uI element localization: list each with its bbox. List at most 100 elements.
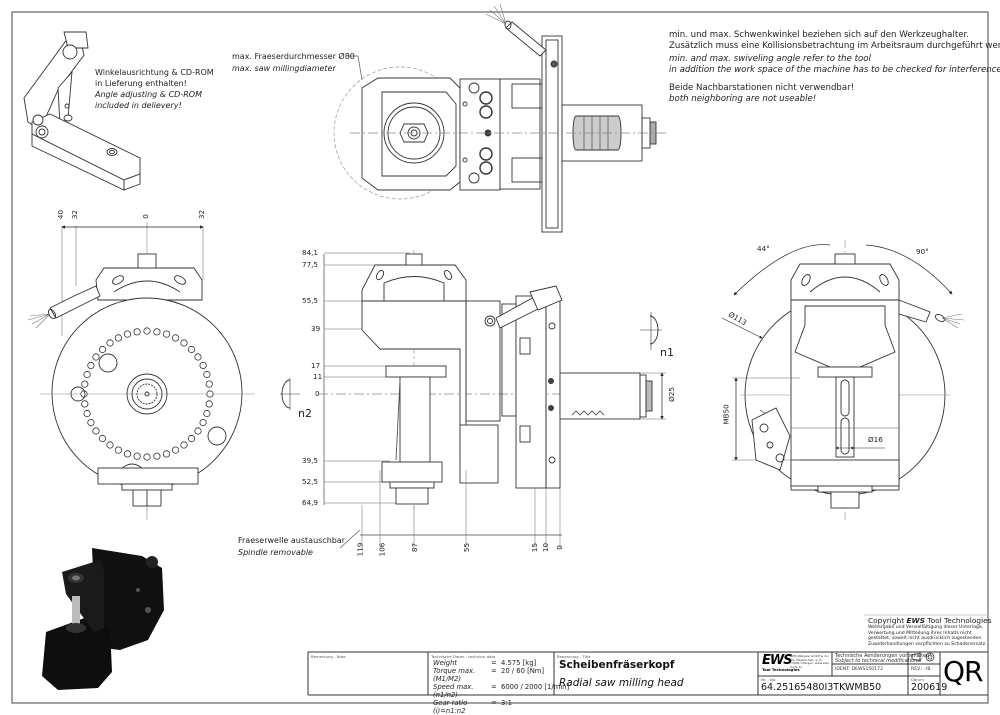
tech-row-sep: = (491, 667, 497, 675)
dim-39-5: 39,5 (302, 456, 319, 465)
company-address: EWS Weigele GmbH & Co. KG, Maybachstr. 1… (790, 654, 830, 669)
tech-row-sep: = (491, 683, 497, 691)
index-hole (199, 418, 207, 427)
index-hole (206, 390, 214, 398)
index-hole (87, 361, 95, 369)
change-note-en: Subject to technical modifications! (835, 658, 922, 664)
rev-value: -/B (924, 667, 931, 672)
dim-front-0: 0 (140, 214, 150, 219)
tech-row-gear: Gear ratio (i)=n1:n2 = 3:1 (433, 699, 569, 715)
projection-symbol-icon (911, 652, 935, 662)
dim-55: 55 (462, 542, 472, 553)
index-hole (203, 409, 211, 418)
date-label: Datum (911, 677, 924, 682)
rev-label: REV.: (911, 667, 923, 672)
right-view (721, 240, 965, 520)
dim-106: 106 (377, 542, 387, 557)
accessory-note-de-1: Winkelausrichtung & CD-ROM (95, 68, 214, 77)
index-hole (194, 427, 202, 435)
qr-code-label: QR (943, 655, 983, 688)
max-diameter-note-en: max. saw millingdiameter (232, 64, 336, 73)
angle-adjust-tool-iso (23, 31, 141, 191)
copyright-line: Verwertung und Mitteilung ihres Inhalts … (868, 630, 972, 636)
index-hole (98, 345, 107, 354)
tech-row-label: Speed max. (n1/n2) (433, 683, 474, 699)
title-de: Scheibenfräserkopf (559, 659, 675, 671)
tech-row-label: Torque max. (M1/M2) (433, 667, 476, 683)
index-hole (205, 400, 213, 408)
index-hole (114, 446, 123, 454)
tech-row-value: 6000 / 2000 [1/min] (501, 683, 570, 691)
index-hole (143, 453, 151, 461)
index-hole (187, 434, 196, 443)
dim-front-40: 40 (56, 209, 66, 220)
accessory-note-en-2: included in delievery! (95, 101, 182, 110)
ews-logo-sub: Tool Technologies (762, 667, 800, 672)
copyright-title: Copyright EWS Tool Technologies (868, 616, 992, 625)
spindle-note-en: Spindle removable (238, 548, 313, 557)
render-3d-view (42, 548, 164, 690)
rotation-n2-label: n2 (298, 407, 312, 420)
index-hole-ring (80, 327, 214, 461)
dim-119: 119 (355, 542, 365, 557)
angle-note-en-1: min. and max. swiveling angle refer to t… (669, 54, 871, 64)
tech-row-label: Weight (433, 659, 458, 667)
index-hole (133, 452, 141, 460)
title-en: Radial saw milling head (559, 677, 684, 689)
dim-55-5: 55,5 (302, 296, 319, 305)
index-hole (180, 441, 188, 449)
dim-39: 39 (311, 324, 321, 333)
dim-87: 87 (410, 542, 420, 553)
ident-row: IDENT: DEWS150172 (835, 667, 883, 672)
dim-84-1: 84,1 (302, 248, 319, 257)
name-label: Benennung - Title (557, 654, 591, 659)
dim-front-32-left: 32 (70, 209, 80, 220)
index-hole (92, 353, 100, 361)
index-hole (194, 353, 202, 361)
index-hole (92, 427, 100, 435)
index-hole (81, 400, 89, 408)
tech-data-label: Technische Daten - technical data (431, 654, 496, 659)
tech-row-weight: Weight = 4.575 [kg] (433, 659, 569, 667)
angle-44: 44° (757, 244, 770, 253)
index-hole (180, 339, 188, 347)
index-hole (114, 334, 123, 342)
tech-data-table: Weight = 4.575 [kg] Torque max. (M1/M2) … (433, 659, 569, 715)
rev-row: REV.: -/B (911, 667, 930, 672)
dim-11: 11 (313, 372, 323, 381)
index-hole (133, 328, 141, 336)
index-hole (203, 370, 211, 379)
dim-10: 10 (541, 542, 551, 553)
dim-mb50: MB50 (721, 404, 731, 425)
ident-value: DEWS150172 (851, 667, 883, 672)
index-hole (162, 450, 171, 458)
index-hole (172, 334, 180, 342)
angle-note-de-1: min. und max. Schwenkwinkel beziehen sic… (669, 30, 969, 40)
accessory-note-de-2: in Lieferung enthalten! (95, 79, 187, 88)
index-hole (187, 345, 196, 354)
change-note-de: Technische Aenderungen vorbehalten! (835, 653, 932, 659)
dim-17: 17 (311, 361, 321, 370)
tech-row-sep: = (491, 699, 497, 707)
index-hole (123, 450, 132, 458)
dim-64-9: 64,9 (302, 498, 319, 507)
neighbor-note-de: Beide Nachbarstationen nicht verwendbar! (669, 83, 855, 93)
copyright-line: gestattet, soweit nicht ausdrücklich zug… (868, 636, 983, 642)
index-hole (162, 330, 171, 338)
tech-row-value: 4.575 [kg] (501, 659, 537, 667)
dim-front-32-right: 32 (197, 209, 207, 220)
copyright-text: Weitergabe und Vervielfältigung dieser U… (868, 625, 987, 647)
index-hole (83, 370, 91, 379)
tech-row-value: 20 / 60 [Nm] (501, 667, 545, 675)
index-hole (172, 446, 180, 454)
date-value: 200619 (911, 682, 948, 693)
angle-90: 90° (916, 247, 929, 256)
spindle-note-de: Fraeserwelle austauschbar (238, 536, 346, 545)
index-hole (98, 434, 107, 443)
tech-row-speed: Speed max. (n1/n2) = 6000 / 2000 [1/min] (433, 683, 569, 699)
index-hole (199, 361, 207, 369)
index-hole (83, 409, 91, 418)
side-view (280, 250, 666, 549)
ews-logo: EWS (762, 653, 793, 668)
